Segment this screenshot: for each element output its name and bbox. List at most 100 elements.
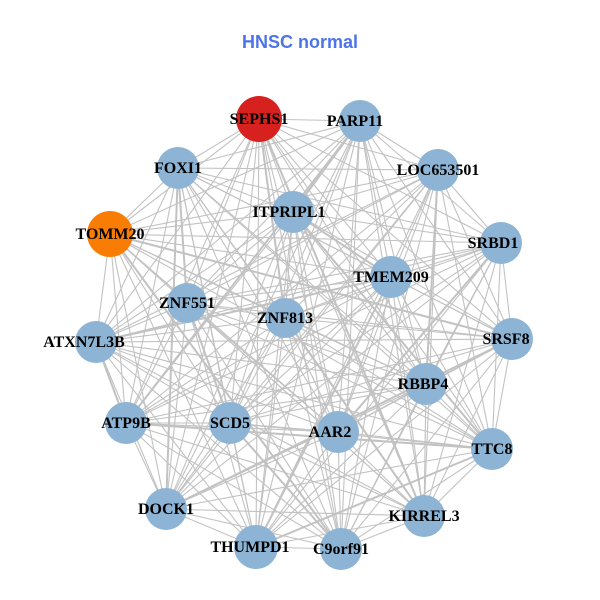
network-node-sephs1 bbox=[236, 96, 282, 142]
network-edge bbox=[109, 233, 502, 244]
network-edge bbox=[359, 120, 425, 517]
network-node-kirrel3 bbox=[403, 495, 445, 537]
network-node-parp11 bbox=[339, 100, 381, 142]
network-edge bbox=[229, 422, 425, 517]
network-node-znf551 bbox=[167, 283, 207, 323]
network-edge bbox=[109, 233, 392, 278]
network-edge bbox=[177, 167, 439, 171]
network-edge bbox=[390, 276, 493, 450]
network-edge bbox=[284, 317, 342, 550]
network-edge bbox=[292, 211, 502, 244]
network-edge bbox=[125, 276, 392, 424]
network-node-scd5 bbox=[209, 402, 251, 444]
network-edge bbox=[258, 118, 425, 517]
network-edge bbox=[95, 118, 260, 343]
node-label-loc653501: LOC653501 bbox=[397, 162, 480, 179]
network-edge bbox=[292, 169, 439, 213]
node-layer bbox=[75, 96, 533, 570]
network-edge bbox=[125, 167, 179, 424]
network-edge bbox=[423, 338, 513, 517]
network-edge bbox=[125, 422, 257, 548]
node-label-srsf8: SRSF8 bbox=[482, 331, 529, 348]
network-edge bbox=[359, 120, 493, 450]
network-edge bbox=[95, 167, 179, 343]
network-edge bbox=[125, 338, 513, 424]
network-edge bbox=[284, 317, 427, 385]
network-edge bbox=[125, 242, 502, 424]
network-edge bbox=[258, 118, 342, 550]
network-edge bbox=[255, 118, 260, 548]
network-edge bbox=[340, 383, 427, 550]
network-node-dock1 bbox=[145, 488, 187, 530]
network-node-znf813 bbox=[265, 298, 305, 338]
network-edge bbox=[95, 341, 342, 550]
network-edge bbox=[109, 233, 231, 424]
network-node-ttc8 bbox=[471, 428, 513, 470]
network-edge bbox=[177, 167, 339, 433]
network-edge bbox=[125, 317, 286, 424]
network-edge bbox=[229, 338, 513, 424]
network-edge bbox=[284, 169, 439, 319]
node-label-rbbp4: RBBP4 bbox=[398, 376, 449, 393]
network-edge bbox=[125, 422, 342, 550]
network-edge bbox=[284, 317, 513, 340]
network-edge bbox=[186, 302, 231, 424]
network-edge bbox=[258, 118, 392, 278]
node-label-c9orf91: C9orf91 bbox=[313, 541, 369, 558]
network-edge bbox=[95, 338, 513, 343]
network-edge bbox=[292, 211, 339, 433]
network-edge bbox=[125, 422, 493, 450]
network-edge bbox=[186, 242, 502, 304]
network-node-atxn7l3b bbox=[75, 321, 117, 363]
network-edge bbox=[437, 169, 493, 450]
network-edge bbox=[109, 211, 294, 235]
network-edge bbox=[165, 211, 294, 510]
network-edge bbox=[165, 448, 493, 510]
network-node-foxi1 bbox=[157, 147, 199, 189]
network-edge bbox=[255, 120, 361, 548]
network-edge bbox=[186, 302, 513, 340]
network-edge bbox=[284, 317, 493, 450]
network-edge bbox=[255, 276, 392, 548]
node-label-itpripl1: ITPRIPL1 bbox=[253, 204, 326, 221]
network-edge bbox=[337, 242, 502, 433]
network-edge bbox=[292, 211, 342, 550]
network-edge bbox=[229, 422, 342, 550]
node-label-tmem209: TMEM209 bbox=[353, 269, 429, 286]
network-edge bbox=[229, 169, 439, 424]
node-label-foxi1: FOXI1 bbox=[154, 160, 202, 177]
node-label-thumpd1: THUMPD1 bbox=[210, 539, 289, 556]
network-edge bbox=[95, 341, 231, 424]
node-label-atxn7l3b: ATXN7L3B bbox=[43, 334, 125, 351]
network-edge bbox=[292, 211, 493, 450]
network-edge bbox=[229, 276, 392, 424]
node-label-znf551: ZNF551 bbox=[159, 295, 215, 312]
plot-title: HNSC normal bbox=[241, 32, 358, 52]
network-edge bbox=[125, 422, 425, 517]
network-edge bbox=[255, 383, 427, 548]
network-edge bbox=[337, 431, 493, 450]
node-label-aar2: AAR2 bbox=[309, 424, 352, 441]
network-node-aar2 bbox=[317, 411, 359, 453]
network-edge bbox=[423, 169, 439, 517]
network-edge bbox=[165, 431, 339, 510]
network-edge bbox=[255, 448, 493, 548]
network-edge bbox=[109, 233, 257, 548]
network-node-atp9b bbox=[105, 402, 147, 444]
network-edge bbox=[340, 169, 439, 550]
network-edge bbox=[359, 120, 392, 278]
network-node-loc653501 bbox=[417, 149, 459, 191]
network-edge bbox=[186, 302, 427, 385]
network-edge bbox=[165, 242, 502, 510]
network-edge bbox=[95, 317, 286, 343]
network-edge bbox=[165, 383, 427, 510]
network-node-srsf8 bbox=[491, 318, 533, 360]
node-label-kirrel3: KIRREL3 bbox=[388, 508, 459, 525]
network-node-rbbp4 bbox=[405, 363, 447, 405]
network-edge bbox=[125, 383, 427, 424]
network-edge bbox=[425, 169, 439, 385]
network-edge bbox=[229, 383, 427, 424]
node-label-dock1: DOCK1 bbox=[138, 501, 194, 518]
